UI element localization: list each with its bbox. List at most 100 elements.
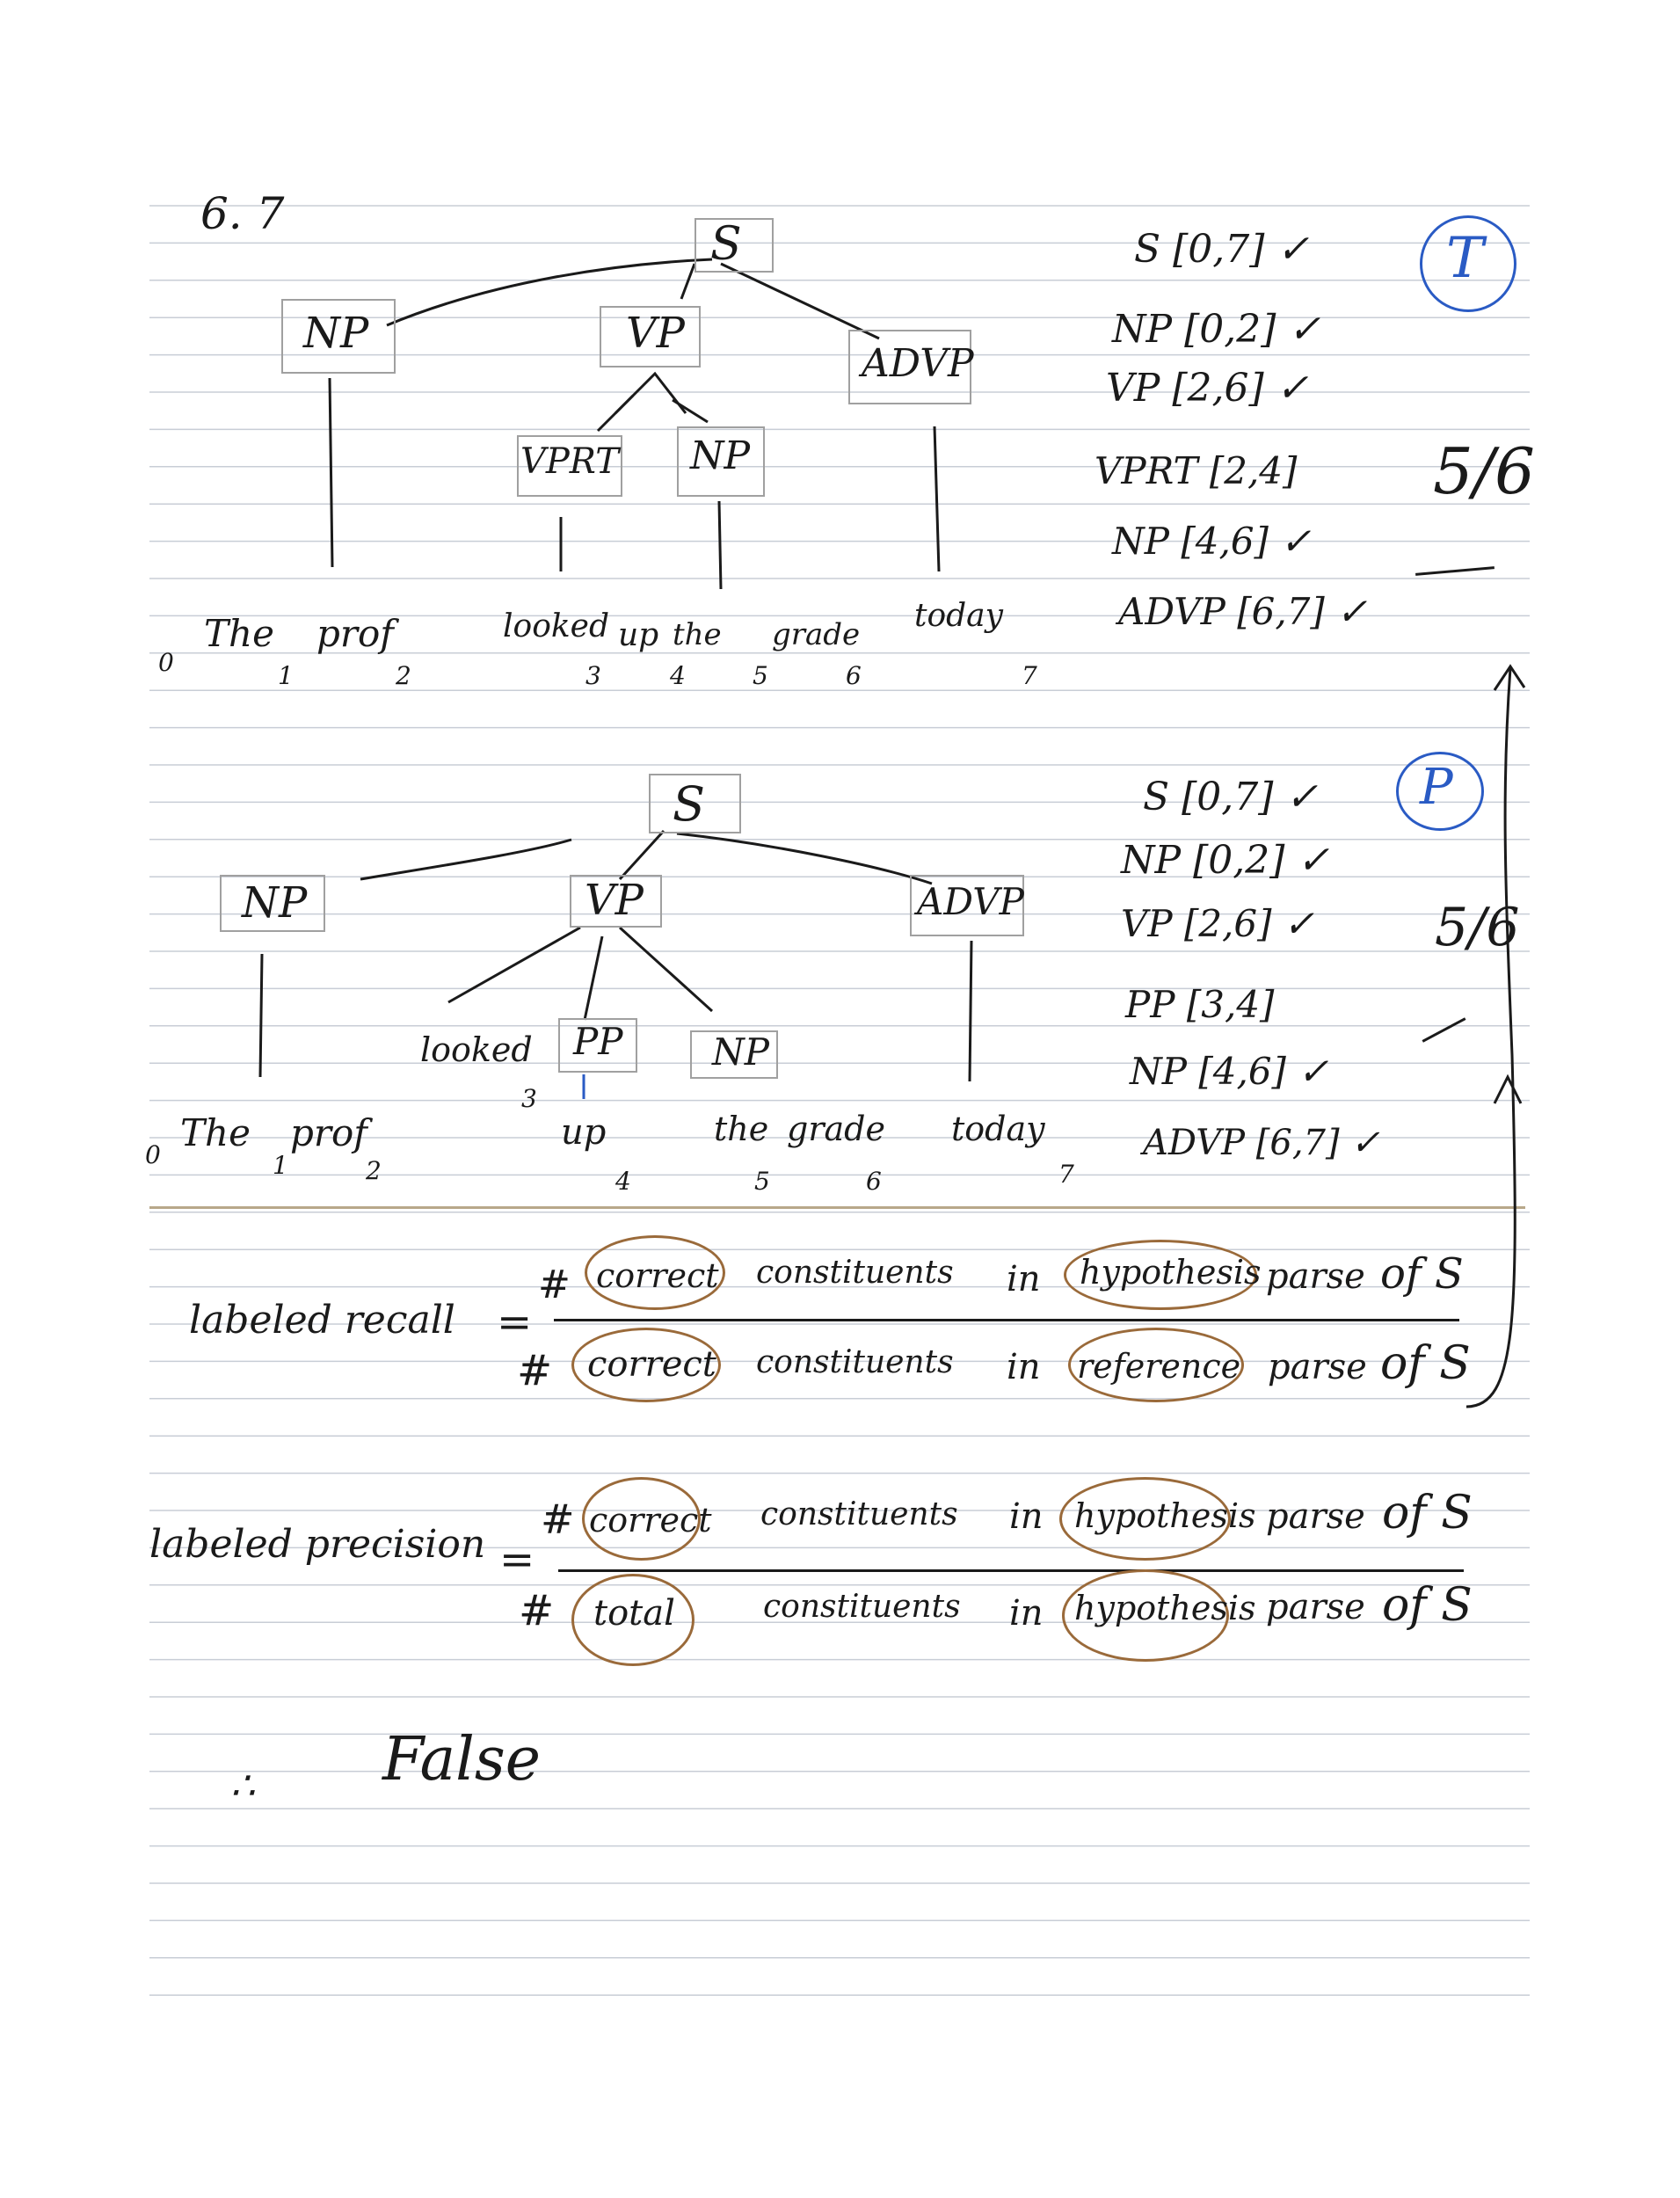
hyp-span-vp: VP [2,6] ✓ (1121, 902, 1315, 945)
hyp-node-pp: PP (573, 1020, 623, 1063)
hyp-index-1: 1 (273, 1151, 288, 1180)
ref-index-6: 6 (846, 661, 862, 690)
problem-number: 6. 7 (200, 188, 285, 239)
precision-den-hypothesis: hypothesis (1074, 1589, 1256, 1627)
ref-circle-label: T (1446, 226, 1484, 291)
recall-den-hash: # (517, 1346, 553, 1395)
answer-false: False (382, 1725, 541, 1794)
ref-node-s: S (710, 218, 742, 271)
precision-den-ofs: of S (1382, 1579, 1473, 1632)
recall-num-constituents: constituents (756, 1255, 954, 1291)
precision-label: labeled precision (149, 1522, 486, 1567)
hyp-span-np: NP [0,2] ✓ (1121, 838, 1330, 883)
hyp-node-np: NP (242, 878, 308, 928)
ref-node-np2: NP (690, 433, 751, 478)
recall-den-constituents: constituents (756, 1344, 954, 1380)
hyp-node-s-box (649, 774, 741, 833)
hyp-circle-label: P (1420, 759, 1453, 816)
ref-index-4: 4 (670, 661, 686, 690)
hyp-node-s: S (673, 776, 705, 832)
hyp-word-the2: the (714, 1110, 769, 1148)
ref-score: 5/6 (1433, 434, 1535, 508)
hyp-index-6: 6 (866, 1167, 882, 1196)
ref-word-today: today (914, 598, 1003, 634)
precision-num-correct-circle (582, 1477, 701, 1561)
ref-index-1: 1 (278, 661, 294, 690)
hyp-span-advp: ADVP [6,7] ✓ (1143, 1123, 1380, 1163)
precision-fraction-bar (558, 1569, 1464, 1572)
hyp-span-np2: NP [4,6] ✓ (1130, 1050, 1329, 1093)
ref-span-np2: NP [4,6] ✓ (1112, 520, 1312, 563)
ref-node-vprt: VPRT (520, 441, 619, 482)
ref-node-vprt-box (517, 435, 622, 497)
hyp-node-np-box (220, 875, 325, 932)
hyp-node-vp-box (570, 875, 662, 928)
precision-den-total-circle (571, 1574, 695, 1666)
ref-span-np: NP [0,2] ✓ (1112, 307, 1321, 352)
precision-num-ofs: of S (1382, 1487, 1473, 1539)
hyp-index-5: 5 (754, 1167, 770, 1196)
ref-word-looked: looked (503, 608, 610, 644)
hyp-score: 5/6 (1435, 897, 1520, 958)
hyp-word-looked: looked (420, 1030, 533, 1069)
ref-span-s: S [0,7] ✓ (1134, 227, 1310, 272)
ref-node-np2-box (677, 426, 765, 497)
ref-node-np: NP (303, 309, 369, 358)
precision-num-parse: parse (1266, 1496, 1365, 1537)
hyp-word-today: today (951, 1110, 1045, 1148)
ref-node-advp: ADVP (862, 341, 974, 386)
recall-den-correct: correct (587, 1344, 716, 1385)
recall-den-ofs: of S (1380, 1337, 1471, 1390)
recall-num-correct-circle (585, 1235, 725, 1310)
hyp-word-grade: grade (787, 1110, 885, 1148)
precision-num-hypothesis-circle (1059, 1477, 1231, 1561)
precision-num-hypothesis: hypothesis (1074, 1496, 1256, 1535)
hyp-index-3: 3 (521, 1084, 537, 1113)
ref-word-the2: the (673, 617, 722, 652)
ref-index-0: 0 (158, 648, 174, 677)
precision-den-hash: # (519, 1586, 555, 1635)
recall-label: labeled recall (189, 1298, 455, 1343)
recall-den-parse: parse (1268, 1347, 1367, 1387)
recall-den-correct-circle (571, 1328, 721, 1402)
ref-word-the: The (204, 612, 274, 655)
ref-span-advp: ADVP [6,7] ✓ (1118, 590, 1368, 633)
ref-word-prof: prof (316, 612, 394, 655)
recall-num-correct: correct (596, 1256, 719, 1295)
hyp-index-0: 0 (145, 1140, 161, 1169)
precision-den-total: total (593, 1593, 675, 1634)
recall-den-reference-circle (1068, 1328, 1244, 1402)
ref-node-advp-box (848, 330, 971, 404)
hyp-word-up: up (561, 1112, 607, 1153)
recall-num-parse: parse (1266, 1256, 1365, 1297)
hyp-node-pp-box (558, 1018, 637, 1073)
hyp-node-np2-box (690, 1030, 778, 1079)
recall-num-hypothesis-circle (1064, 1240, 1257, 1310)
recall-equals: = (497, 1298, 533, 1347)
recall-num-in: in (1007, 1259, 1041, 1299)
ref-index-5: 5 (753, 661, 768, 690)
ref-index-7: 7 (1022, 661, 1037, 690)
ref-index-3: 3 (585, 661, 601, 690)
ref-node-s-box (695, 218, 774, 273)
recall-fraction-bar (554, 1319, 1459, 1321)
ref-span-vprt: VPRT [2,4] (1095, 449, 1298, 492)
ref-node-vp-box (600, 306, 701, 368)
recall-den-in: in (1007, 1347, 1041, 1387)
hyp-index-4: 4 (615, 1167, 631, 1196)
precision-den-parse: parse (1266, 1587, 1365, 1627)
precision-equals: = (499, 1535, 535, 1584)
ref-span-vp: VP [2,6] ✓ (1106, 366, 1309, 411)
hyp-index-7: 7 (1058, 1160, 1074, 1189)
hyp-span-s: S [0,7] ✓ (1143, 775, 1319, 819)
ref-circle (1420, 215, 1516, 312)
ref-word-grade: grade (772, 617, 861, 652)
hyp-node-advp: ADVP (917, 880, 1024, 923)
precision-num-hash: # (541, 1496, 575, 1543)
hyp-word-prof: prof (290, 1111, 367, 1154)
precision-num-in: in (1009, 1496, 1044, 1537)
